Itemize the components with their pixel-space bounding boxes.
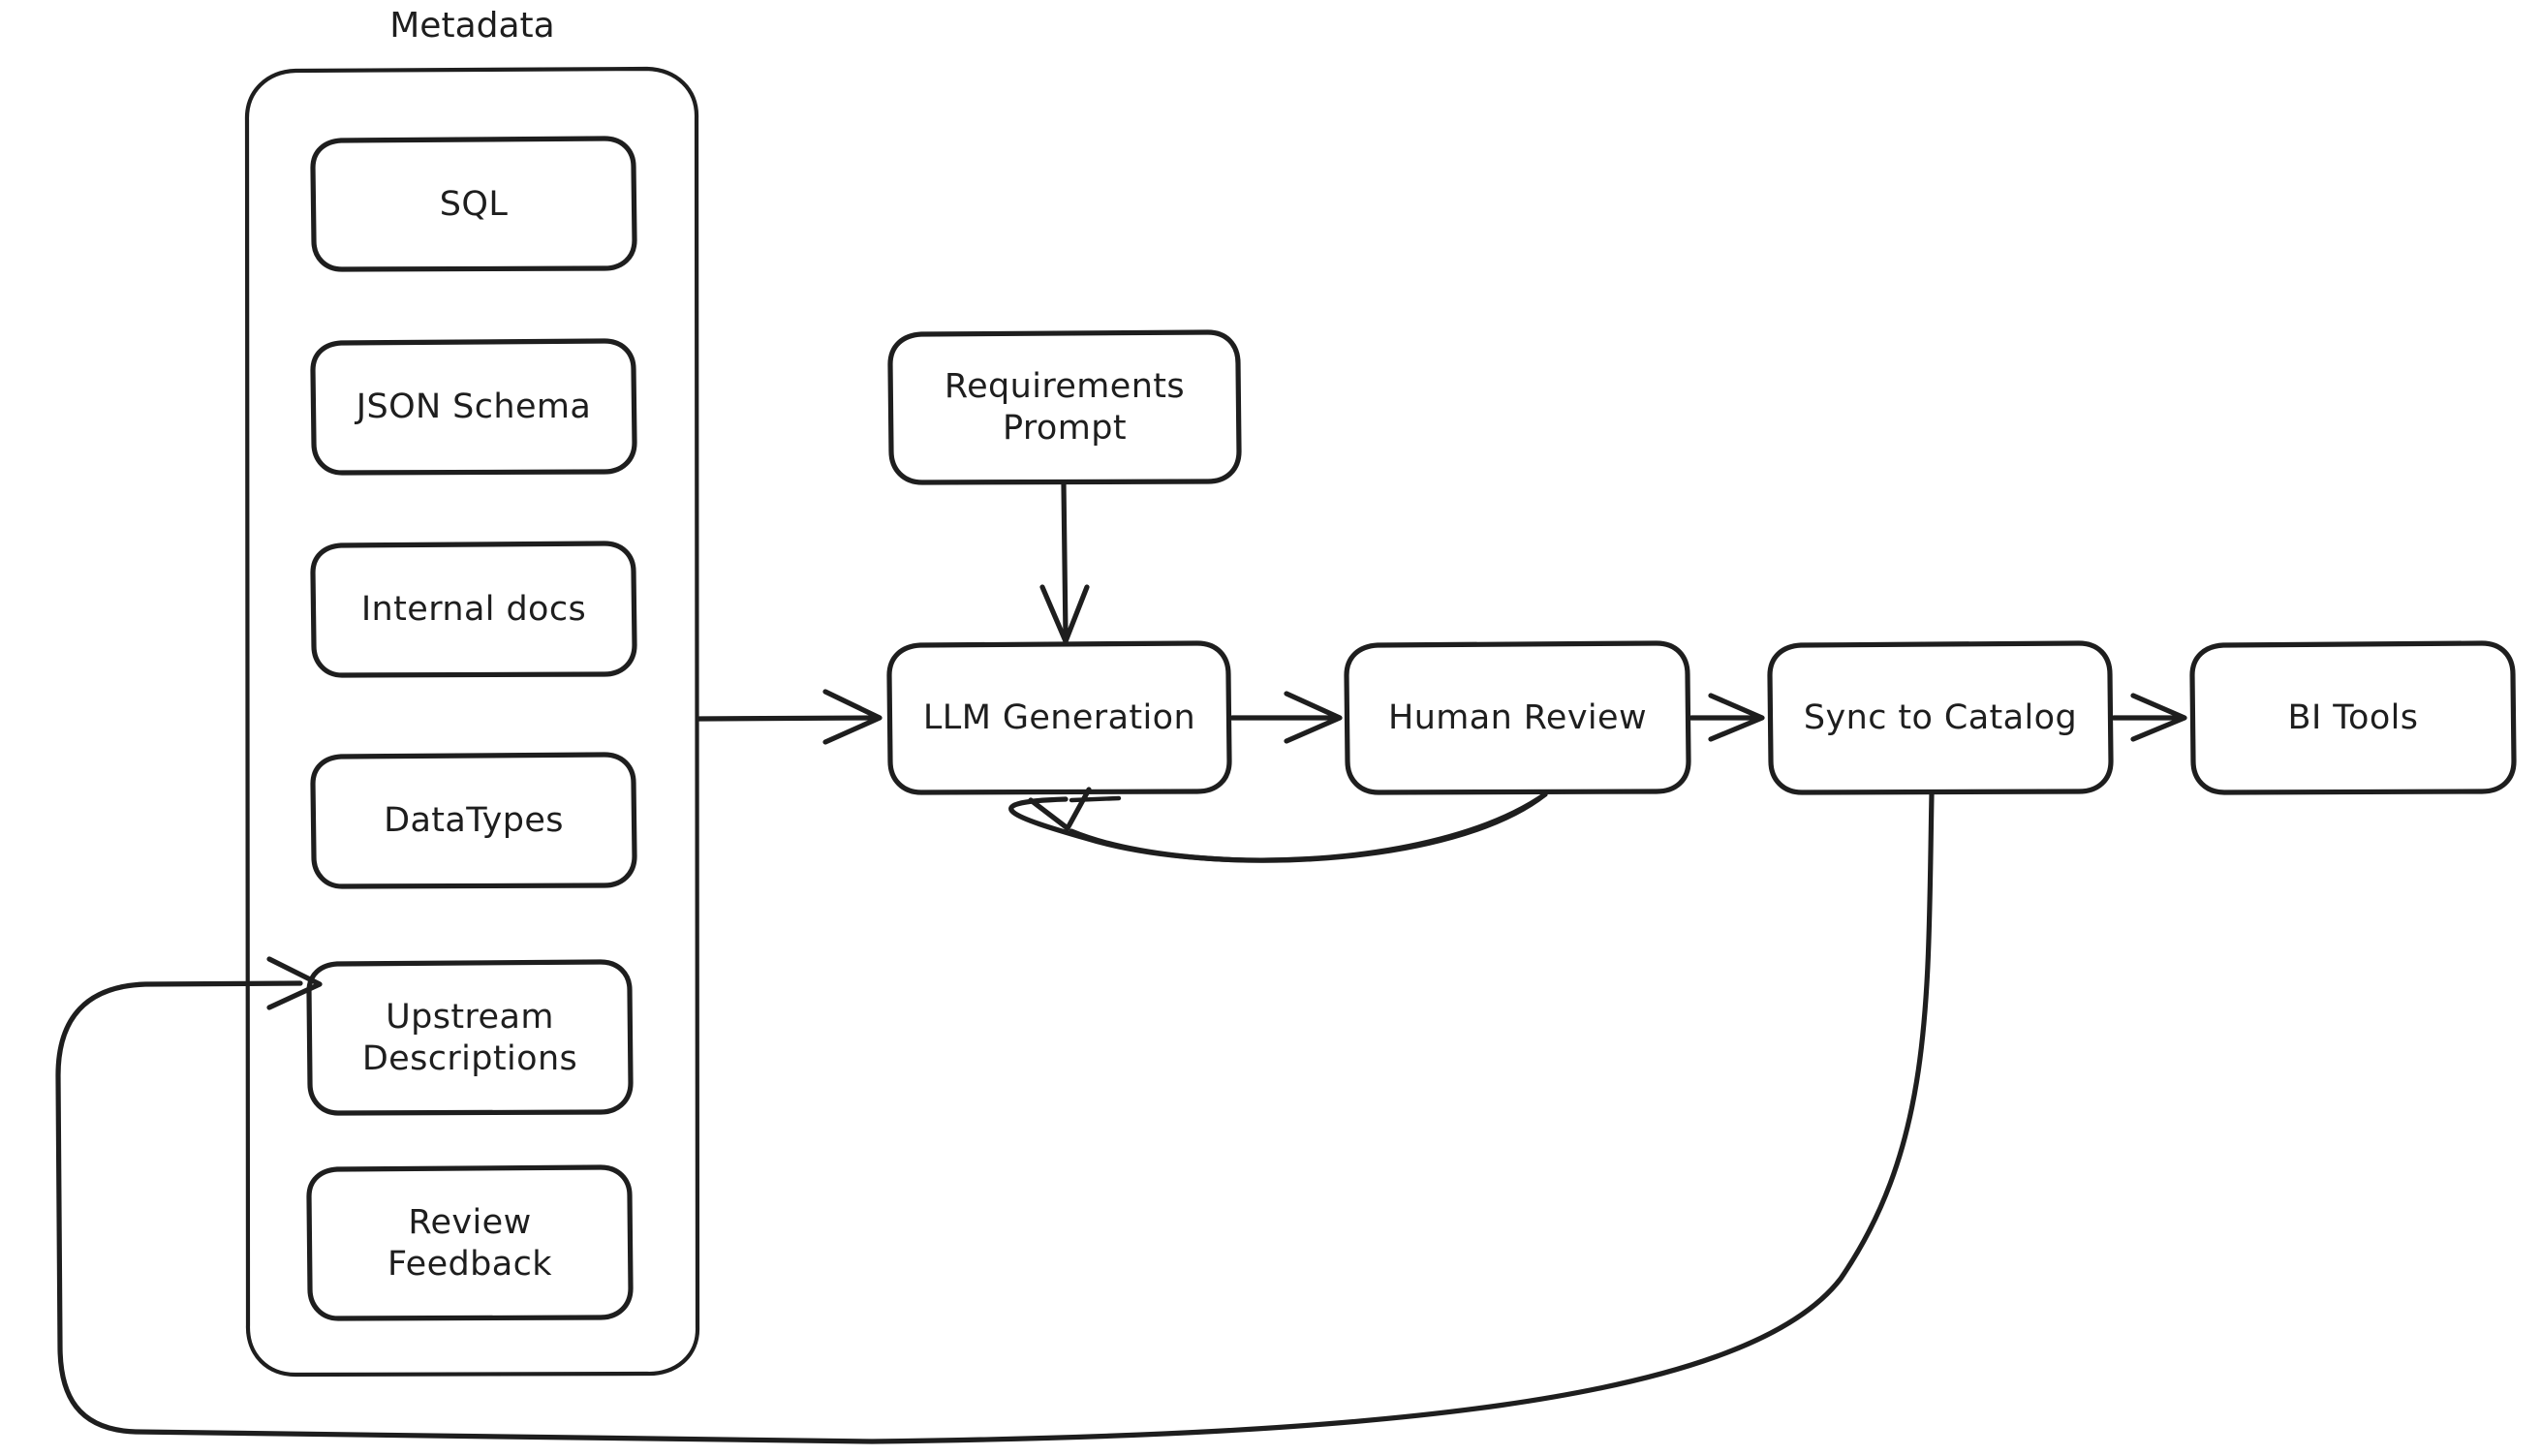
metadata-group-title: Metadata <box>389 6 555 46</box>
node-box-requirements-prompt[interactable] <box>887 329 1242 485</box>
node-box-human-review[interactable] <box>1344 640 1691 795</box>
metadata-item-boxes <box>306 136 637 1321</box>
edge-human-review-feedback-to-llm[interactable] <box>1008 787 1548 863</box>
flow-node-boxes <box>886 329 2517 795</box>
edge-requirements-to-llm[interactable] <box>1039 481 1090 644</box>
edge-llm-to-human-review[interactable] <box>1229 691 1343 744</box>
edge-metadata-to-llm[interactable] <box>697 689 883 745</box>
metadata-box-upstream-descriptions[interactable] <box>306 959 634 1116</box>
node-box-llm-generation[interactable] <box>886 640 1232 795</box>
metadata-box-sql[interactable] <box>310 136 637 272</box>
metadata-group-container[interactable] <box>244 66 700 1378</box>
edge-human-review-to-sync[interactable] <box>1689 693 1765 742</box>
node-box-sync-to-catalog[interactable] <box>1767 640 2114 795</box>
edge-sync-to-bi-tools[interactable] <box>2111 693 2187 742</box>
edge-sync-to-upstream-descriptions[interactable] <box>55 791 1935 1444</box>
metadata-box-review-feedback[interactable] <box>306 1164 634 1321</box>
metadata-box-json-schema[interactable] <box>310 338 637 476</box>
metadata-box-datatypes[interactable] <box>310 752 637 889</box>
node-box-bi-tools[interactable] <box>2189 640 2517 795</box>
metadata-box-internal-docs[interactable] <box>310 541 637 678</box>
